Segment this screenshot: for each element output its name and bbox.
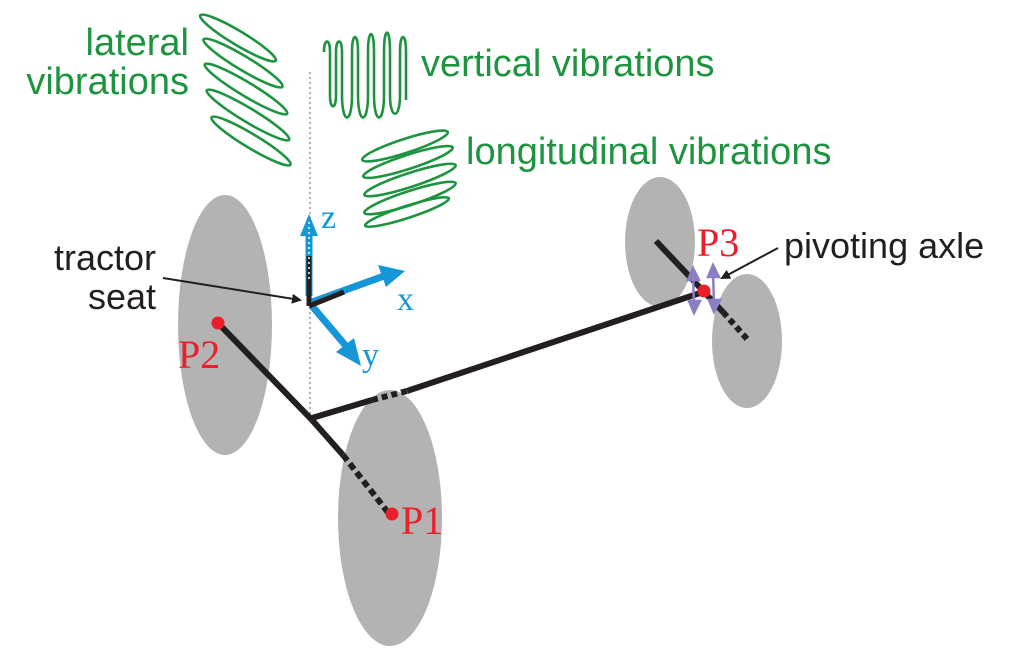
longitudinal-vibrations-label: longitudinal vibrations xyxy=(466,131,831,173)
lateral-vibration-coil xyxy=(198,13,292,167)
rear-axle-right-hidden xyxy=(340,453,393,517)
y-axis-arrow-shaft xyxy=(309,303,349,349)
seat-horizontal-marker xyxy=(308,289,345,309)
lateral-label-line2: vibrations xyxy=(26,61,189,103)
tractor-seat-label-line1: tractor xyxy=(54,237,156,278)
p3-point xyxy=(697,284,711,298)
pivot-rotation-arrows xyxy=(686,261,723,317)
x-axis-label: x xyxy=(397,281,414,318)
rear-axle-left xyxy=(215,320,315,423)
wheel-front-right xyxy=(712,274,782,408)
chassis-beam-hidden xyxy=(371,388,408,403)
chassis-beam-start xyxy=(311,397,373,421)
coordinate-axes: z x y xyxy=(300,199,414,374)
tractor-seat-label-line2: seat xyxy=(88,276,156,317)
p2-label: P2 xyxy=(178,332,220,377)
p2-point xyxy=(211,316,225,330)
pivoting-axle-label: pivoting axle xyxy=(784,225,984,266)
p1-point xyxy=(385,507,399,521)
p3-label: P3 xyxy=(697,220,739,265)
x-axis-arrowhead xyxy=(378,265,405,287)
p1-label: P1 xyxy=(401,498,443,543)
chassis-beam xyxy=(406,289,704,394)
pivoting-axle-leader-arrow xyxy=(720,247,779,279)
vertical-vibration-coil xyxy=(322,31,408,119)
vertical-vibrations-label: vertical vibrations xyxy=(421,43,715,85)
y-axis-label: y xyxy=(362,337,379,374)
rear-axle-right-solid xyxy=(309,418,346,457)
front-axle-hidden xyxy=(720,310,751,342)
z-axis-arrowhead xyxy=(300,214,318,236)
y-axis-arrowhead xyxy=(336,338,361,366)
wheels xyxy=(178,177,782,646)
z-axis-label: z xyxy=(321,199,336,236)
lateral-label-line1: lateral xyxy=(86,22,190,64)
longitudinal-vibration-coil xyxy=(360,129,458,229)
contact-points: P2 P1 P3 xyxy=(178,220,739,543)
wheel-rear-left xyxy=(178,195,272,455)
tractor-seat-leader-arrow xyxy=(162,277,302,304)
